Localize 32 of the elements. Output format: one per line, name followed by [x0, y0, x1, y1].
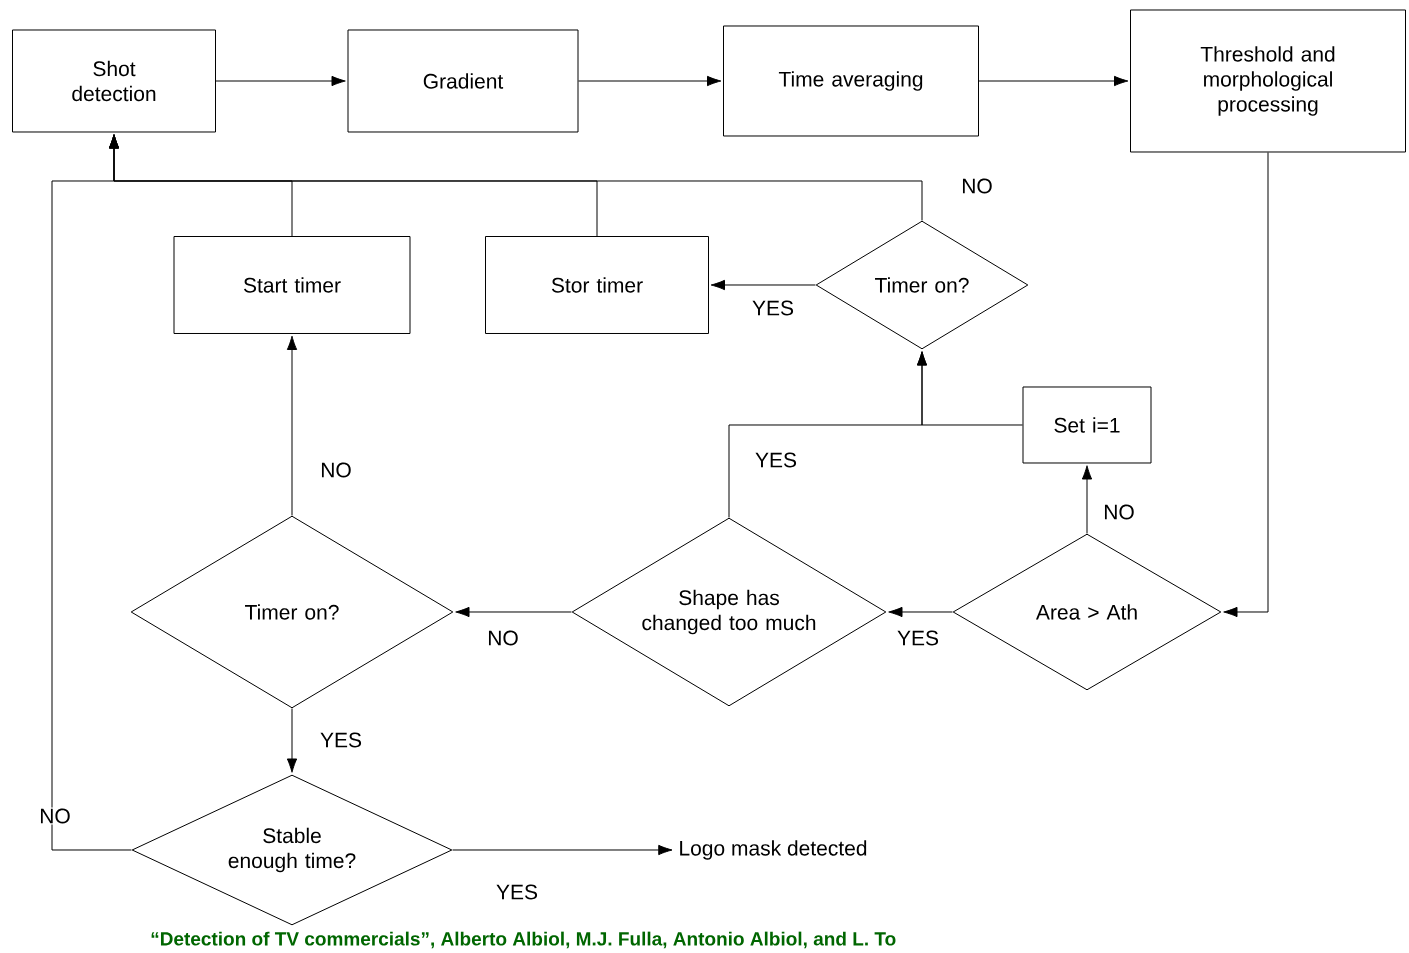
process-box: Time averaging: [723, 25, 979, 137]
arrow: [452, 844, 673, 856]
edge-label: YES: [319, 731, 363, 749]
process-box: Stor timer: [485, 236, 709, 334]
arrow: [286, 335, 298, 516]
arrow: [51, 134, 132, 851]
process-box: Gradient: [347, 29, 579, 133]
process-box: Set i=1: [1022, 386, 1152, 464]
edge-label: YES: [751, 299, 795, 317]
arrow: [916, 351, 1023, 426]
edge-label: YES: [896, 629, 940, 647]
edge-label: NO: [319, 461, 353, 479]
arrow: [1223, 152, 1269, 618]
arrow: [455, 606, 572, 618]
arrow: [888, 606, 953, 618]
process-box: Shot detection: [12, 29, 216, 133]
edge-label: NO: [1102, 503, 1136, 521]
edge-label: NO: [960, 177, 994, 195]
outcome-text: Logo mask detected: [680, 840, 867, 860]
arrow: [710, 279, 816, 291]
edge-label: YES: [495, 883, 539, 901]
arrow: [978, 75, 1129, 87]
arrow: [286, 708, 298, 773]
process-box: Start timer: [173, 236, 411, 334]
process-box: Threshold and morphological processing: [1130, 9, 1406, 153]
edge-label: YES: [754, 451, 798, 469]
edge-label: NO: [486, 629, 520, 647]
arrow: [215, 75, 346, 87]
arrow: [1081, 465, 1093, 534]
caption: “Detection of TV commercials”, Alberto Albiol, M.J. Fulla, Antonio Albiol, and L. To: [151, 931, 896, 949]
arrow: [578, 75, 722, 87]
edge-label: NO: [38, 807, 72, 825]
